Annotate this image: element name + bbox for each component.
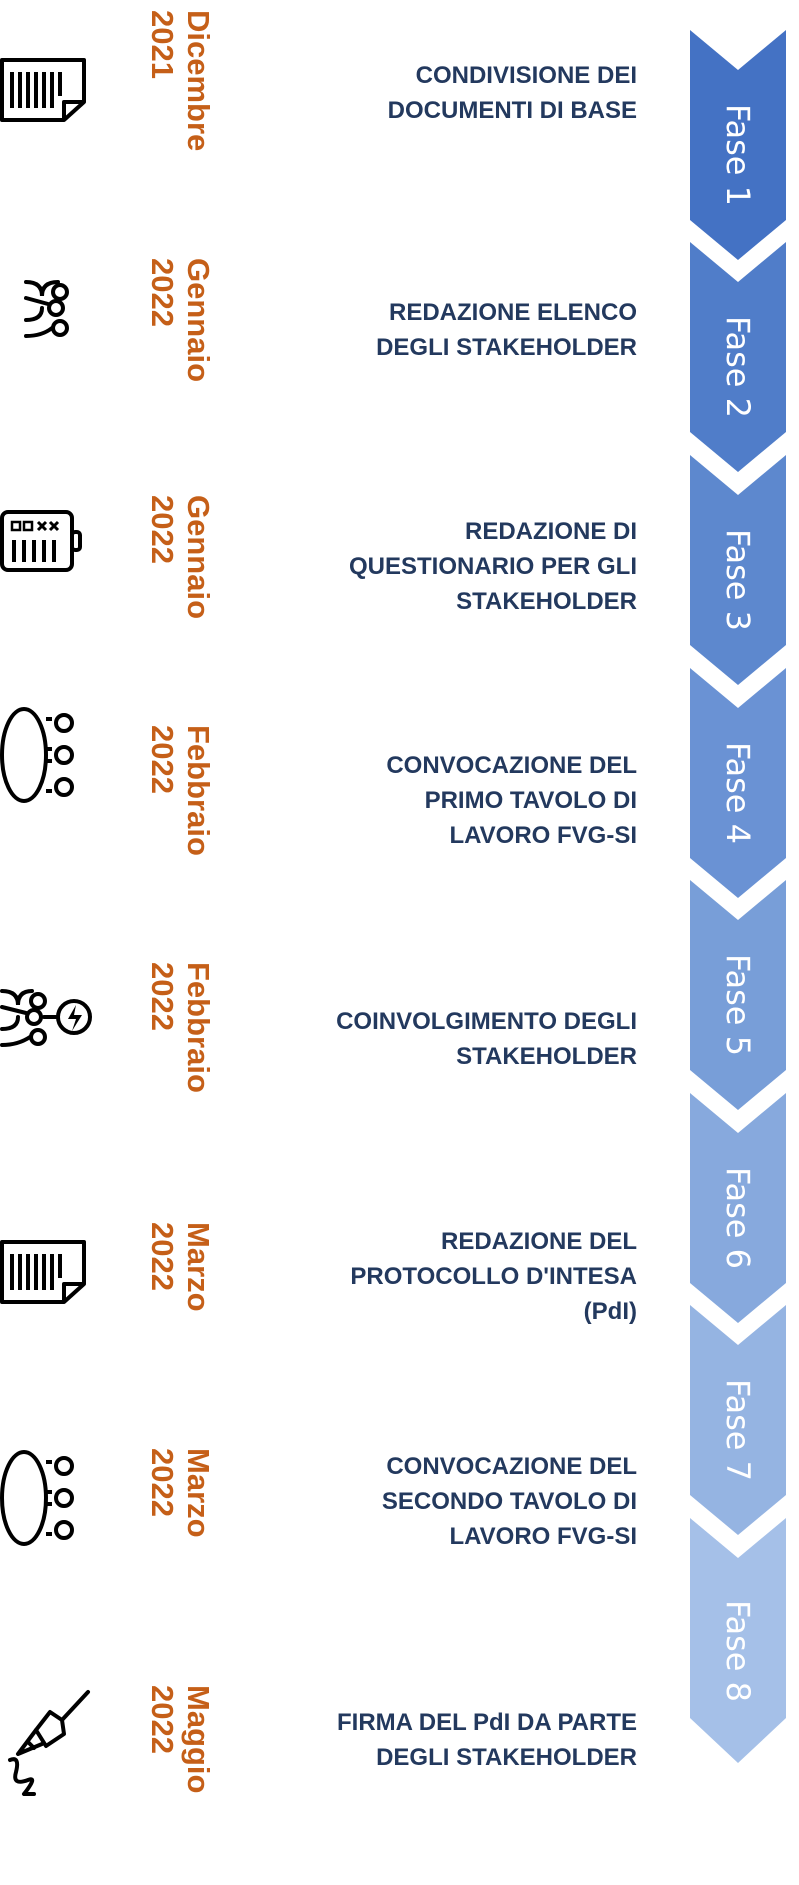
date-year: 2022 (145, 258, 180, 327)
phase-label-7: Fase 7 (719, 1379, 757, 1481)
phase-label-4: Fase 4 (719, 742, 757, 844)
phase-label-8: Fase 8 (719, 1599, 757, 1702)
phase-label-1: Fase 1 (719, 104, 757, 206)
network-icon (22, 276, 74, 342)
date-month: Marzo (181, 1448, 216, 1538)
date-month: Maggio (181, 1685, 216, 1794)
date-year: 2022 (145, 1685, 180, 1754)
phase-description-1: CONDIVISIONE DEI DOCUMENTI DI BASE (387, 62, 637, 124)
date-year: 2022 (145, 1222, 180, 1291)
questionnaire-icon (0, 510, 84, 574)
phase-chevron-8 (690, 1518, 786, 1763)
phase-description-8: FIRMA DEL PdI DA PARTE DEGLI STAKEHOLDER (337, 1709, 637, 1771)
date-month: Febbraio (181, 725, 216, 856)
document-icon (0, 1240, 90, 1304)
date-year: 2022 (145, 495, 180, 564)
phase-chevron-5 (690, 880, 786, 1110)
phase-label-6: Fase 6 (719, 1167, 757, 1269)
phase-description-7: CONVOCAZIONE DEL SECONDO TAVOLO DI LAVOR… (381, 1453, 637, 1550)
date-month: Dicembre (181, 10, 216, 152)
document-icon (0, 58, 90, 122)
date-year: 2022 (145, 725, 180, 794)
phase-chevron-7 (690, 1305, 786, 1535)
date-month: Gennaio (181, 495, 216, 620)
meeting-table-icon (0, 1448, 76, 1548)
date-month: Marzo (181, 1222, 216, 1312)
phase-chevron-6 (690, 1093, 786, 1323)
date-year: 2022 (145, 962, 180, 1031)
date-year: 2021 (145, 10, 180, 79)
pen-signature-icon (6, 1690, 90, 1800)
phase-description-4: CONVOCAZIONE DEL PRIMO TAVOLO DI LAVORO … (386, 752, 637, 849)
phase-description-5: COINVOLGIMENTO DEGLI STAKEHOLDER (336, 1008, 637, 1070)
date-year: 2022 (145, 1448, 180, 1517)
meeting-table-icon (0, 705, 76, 805)
phase-description-6: REDAZIONE DEL PROTOCOLLO D'INTESA (PdI) (350, 1228, 637, 1325)
date-month: Gennaio (181, 258, 216, 383)
phase-chevron-3 (690, 455, 786, 685)
phase-label-3: Fase 3 (719, 529, 757, 631)
phase-label-5: Fase 5 (719, 954, 757, 1056)
phase-chevron-2 (690, 242, 786, 472)
phase-chevron-4 (690, 668, 786, 898)
stakeholder-idea-icon (0, 985, 96, 1051)
date-month: Febbraio (181, 962, 216, 1093)
phase-description-3: REDAZIONE DI QUESTIONARIO PER GLI STAKEH… (348, 518, 637, 615)
phase-description-2: REDAZIONE ELENCO DEGLI STAKEHOLDER (376, 299, 637, 361)
phase-label-2: Fase 2 (719, 316, 757, 418)
phase-chevron-1 (690, 30, 786, 260)
